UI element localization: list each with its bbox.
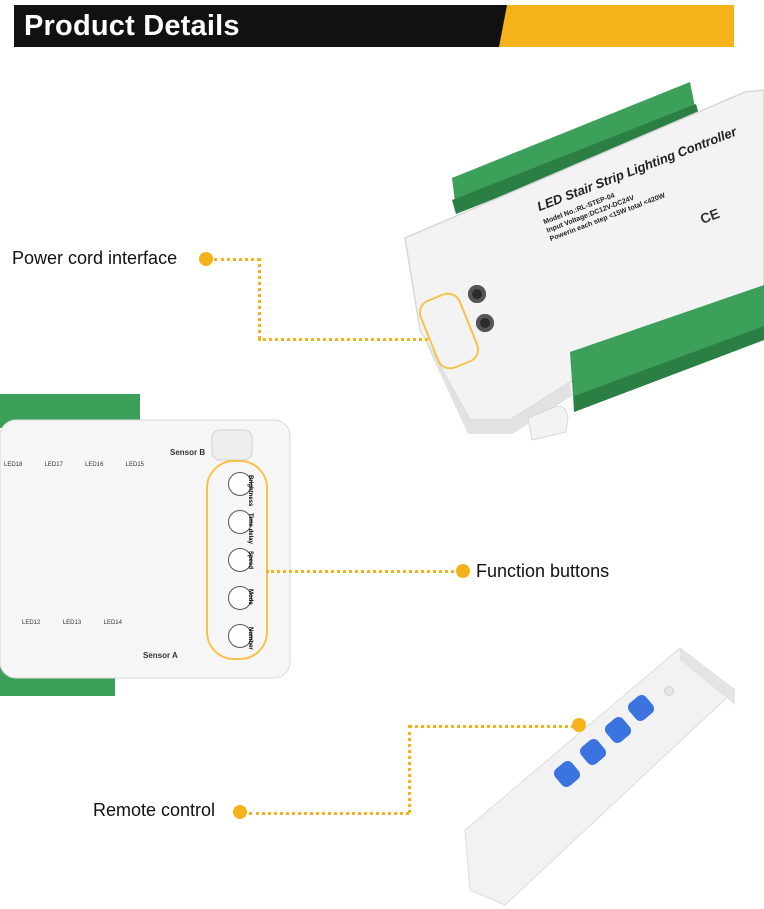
number-button[interactable]: Number	[228, 624, 253, 650]
controller-unit	[404, 82, 764, 441]
screw-icon	[468, 285, 486, 303]
remote-button-icon[interactable]	[625, 692, 657, 724]
speed-button[interactable]: Speed	[228, 548, 253, 572]
led-label: LED15	[125, 462, 144, 468]
bottom-led-labels: LED12 LED13 LED14	[22, 620, 122, 626]
remote-buttons	[551, 692, 662, 790]
led-label: LED13	[62, 620, 82, 626]
remote-button-icon[interactable]	[551, 758, 583, 790]
led-label: LED14	[103, 620, 122, 626]
header-black-bar	[14, 5, 507, 47]
brightness-button[interactable]: Brightness	[228, 472, 253, 506]
speed-label: Speed	[247, 551, 253, 570]
led-label: LED18	[4, 462, 23, 468]
header-gold-bar	[499, 5, 734, 47]
remote-button-icon[interactable]	[577, 736, 609, 768]
function-buttons-highlight	[206, 460, 268, 660]
remote-indicator-light	[664, 686, 674, 696]
sensor-a-label: Sensor A	[143, 651, 178, 660]
remote-unit	[464, 647, 736, 906]
header-banner: Product Details	[14, 5, 734, 47]
screw-icon	[476, 314, 494, 332]
time-delay-label: Time delay	[247, 513, 253, 544]
led-label: LED12	[22, 620, 41, 626]
remote-target-dot	[572, 718, 586, 732]
remote-button-icon[interactable]	[602, 714, 634, 746]
remote-callout-line	[249, 812, 409, 815]
power-cord-callout-line	[258, 258, 261, 339]
brightness-label: Brightness	[247, 475, 253, 507]
function-buttons-callout-label: Function buttons	[476, 561, 610, 581]
led-label: LED16	[85, 462, 104, 468]
function-button-column: Brightness Time delay Speed Mode Number	[228, 472, 253, 650]
power-cord-callout-dot	[199, 252, 213, 266]
remote-callout-label: Remote control	[93, 800, 216, 820]
remote-callout-dot	[233, 805, 247, 819]
sensor-b-label: Sensor B	[170, 448, 206, 457]
mode-label: Mode	[247, 589, 253, 605]
number-label: Number	[247, 627, 253, 650]
power-cord-callout-line	[214, 258, 260, 261]
page-title: Product Details	[24, 10, 240, 42]
led-label: LED17	[44, 462, 63, 468]
top-led-labels: LED18 LED17 LED16 LED15	[4, 462, 144, 468]
function-buttons-callout-dot	[456, 564, 470, 578]
power-cord-callout-label: Power cord interface	[12, 248, 178, 268]
time-delay-button[interactable]: Time delay	[228, 510, 253, 544]
mode-button[interactable]: Mode	[228, 586, 253, 610]
remote-callout-line	[408, 725, 411, 813]
function-buttons-callout-line	[266, 570, 454, 573]
remote-callout-line	[409, 725, 574, 728]
power-cord-callout-line	[258, 338, 428, 341]
